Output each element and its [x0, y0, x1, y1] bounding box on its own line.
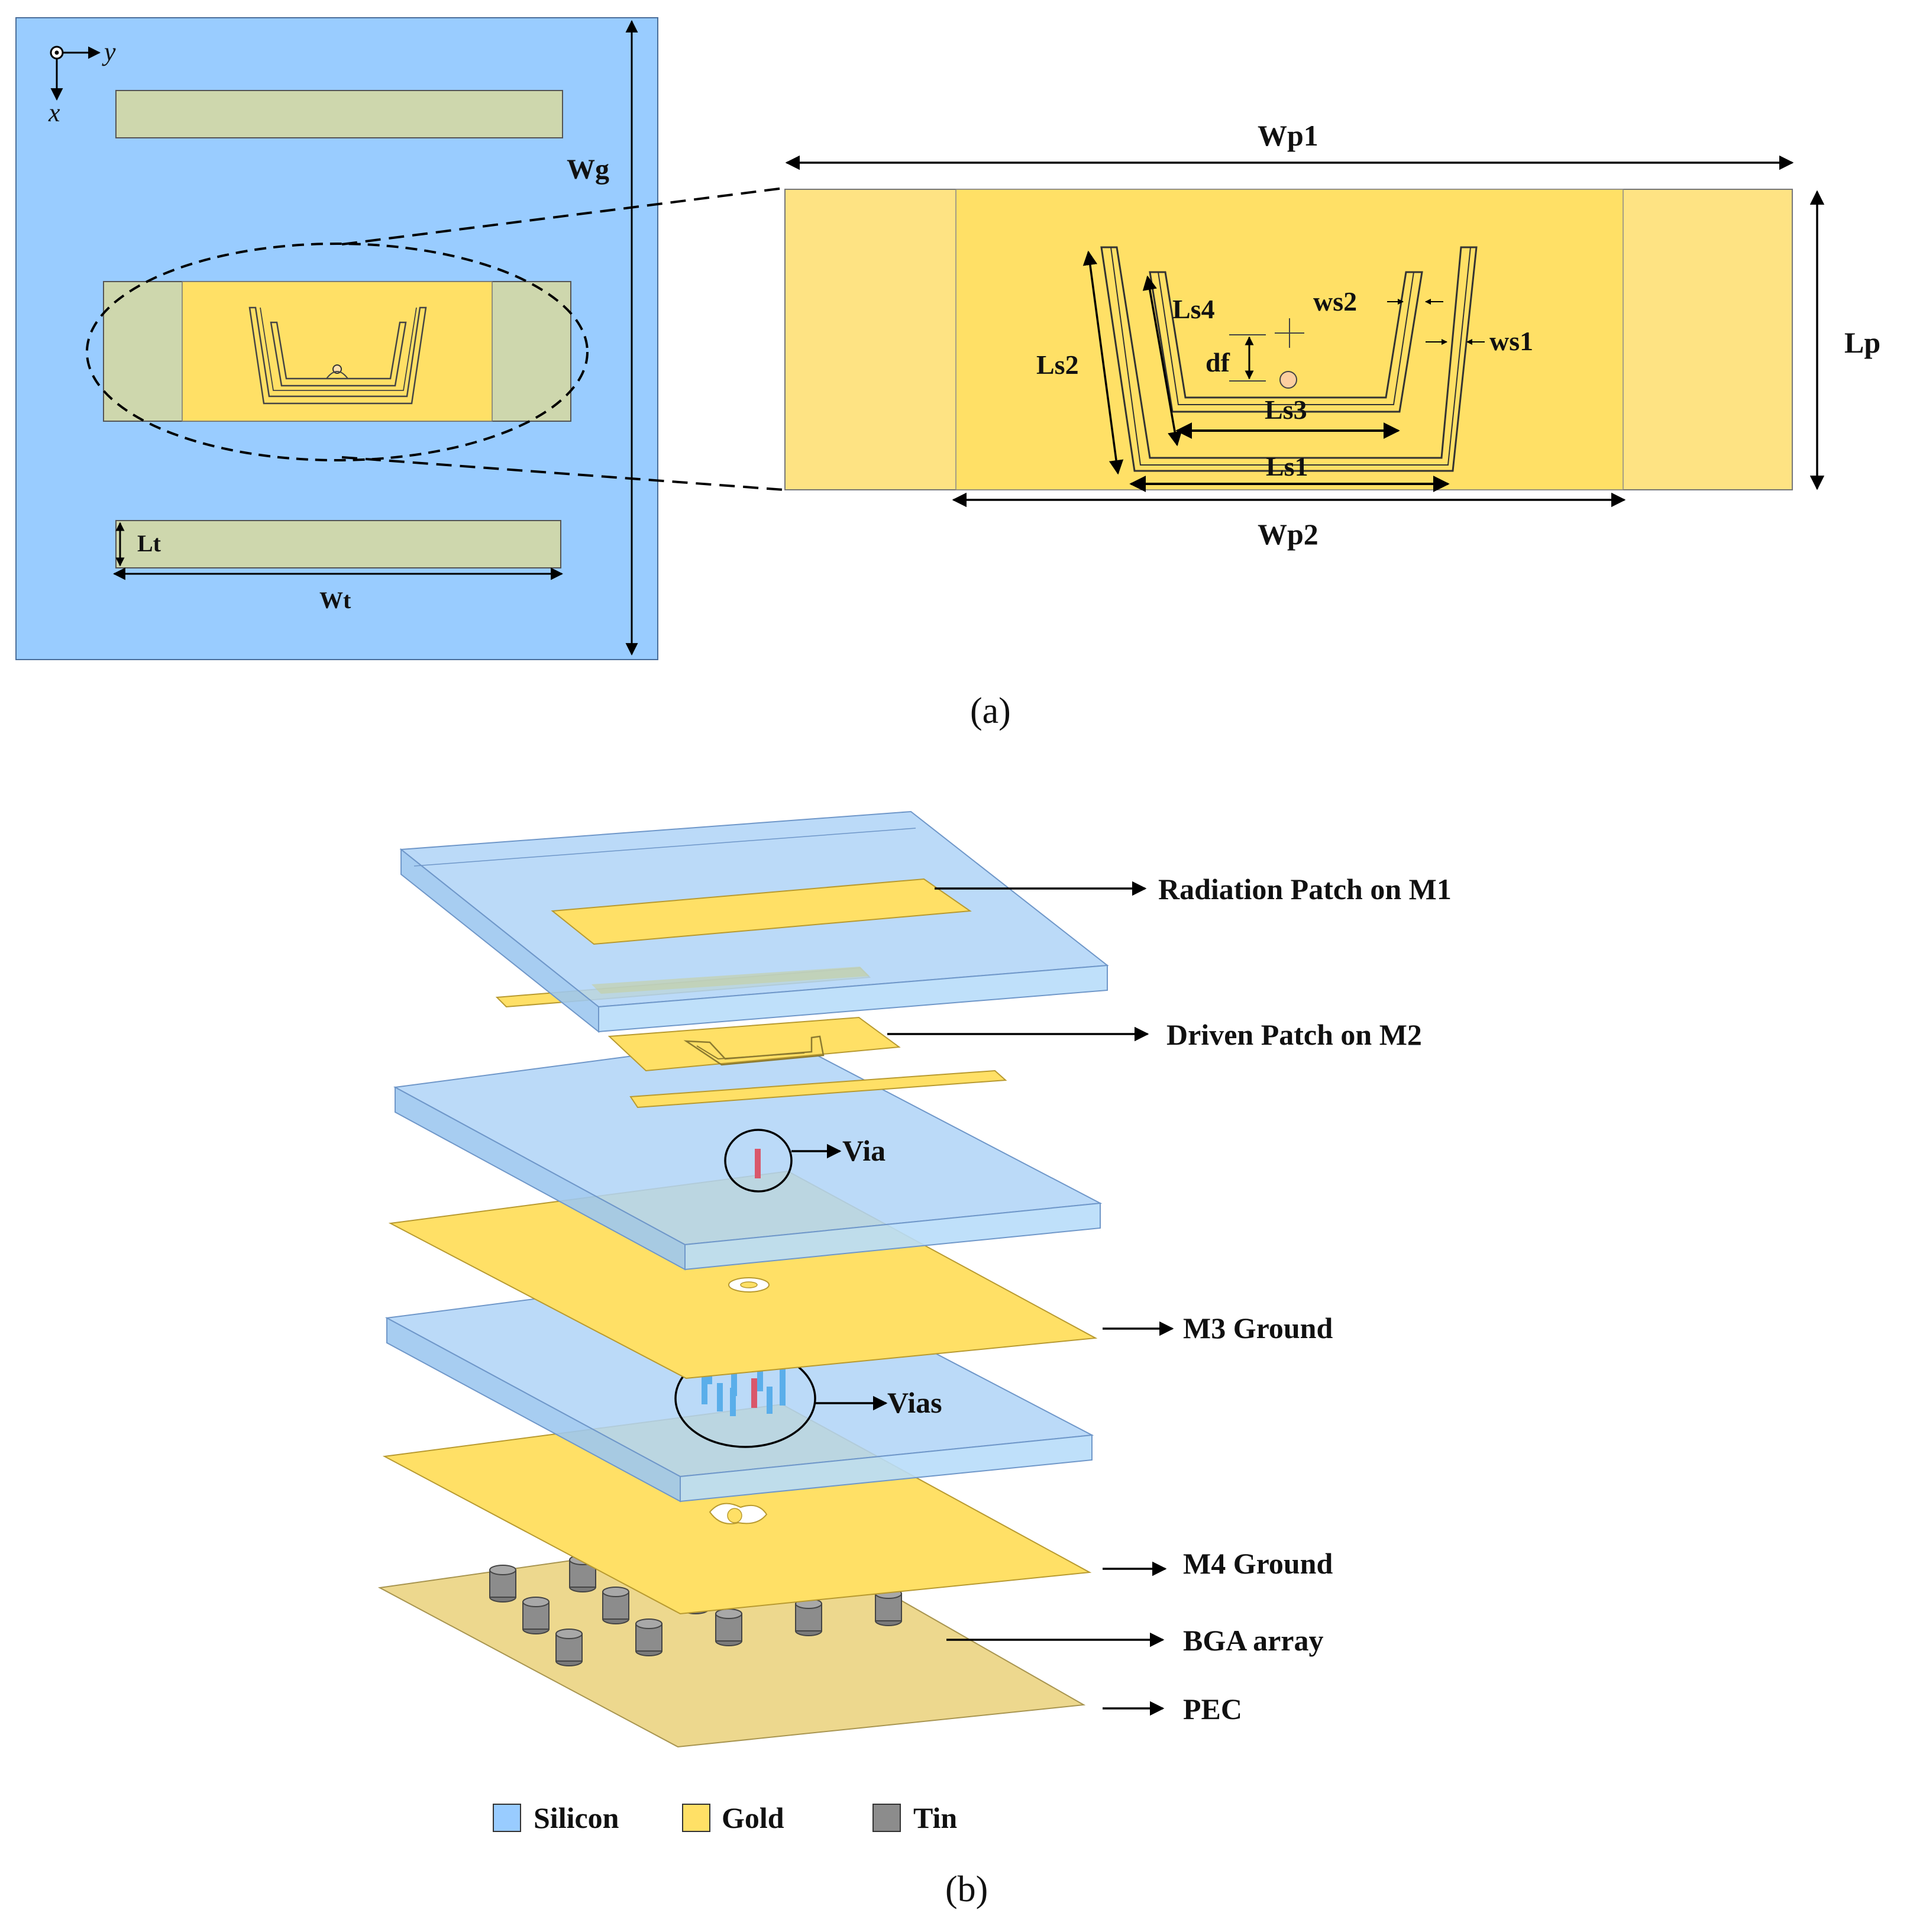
outer-u-slot [1100, 246, 1478, 472]
ls1-label: Ls1 [1266, 451, 1308, 482]
ws1-label: ws1 [1489, 326, 1533, 356]
legend-gold: Gold [722, 1801, 784, 1834]
pec-callout: PEC [1183, 1692, 1242, 1726]
tin-ball [489, 1565, 516, 1603]
tin-ball [522, 1597, 550, 1634]
legend-tin: Tin [913, 1801, 957, 1834]
ls3-label: Ls3 [1265, 395, 1307, 425]
via-callout: Via [842, 1134, 885, 1167]
via-single [755, 1149, 761, 1178]
lower-strip-m2 [629, 1070, 1007, 1109]
axis-x-label: x [48, 98, 60, 127]
tin-ball [555, 1629, 583, 1666]
lp-label: Lp [1844, 326, 1880, 359]
tin-ball [795, 1598, 822, 1636]
silicon-swatch [493, 1804, 521, 1832]
ws2-label: ws2 [1313, 286, 1357, 316]
panel-a: y x Lt Wt Wg [15, 17, 1880, 731]
axis-indicator: y x [48, 37, 116, 127]
panel-b: Vias M3 Ground Via Driven Patch on M2 Ra… [377, 810, 1452, 1910]
tin-ball [875, 1588, 902, 1626]
legend-silicon: Silicon [534, 1801, 619, 1834]
caption-a: (a) [970, 691, 1011, 731]
inner-slot-a [270, 321, 407, 387]
tin-ball [635, 1618, 662, 1656]
wt-label: Wt [319, 587, 351, 613]
tin-swatch [872, 1804, 901, 1832]
tin-ball [715, 1608, 742, 1646]
df-label: df [1206, 347, 1230, 377]
vias-cluster [702, 1366, 786, 1416]
caption-b: (b) [945, 1869, 988, 1910]
vias-callout: Vias [887, 1386, 942, 1419]
tin-ball [602, 1587, 629, 1624]
radiation-patch [551, 878, 972, 945]
gold-swatch [682, 1804, 710, 1832]
bga-callout: BGA array [1183, 1624, 1323, 1657]
inner-patch-a [182, 281, 493, 422]
bottom-parasitic-strip [115, 520, 561, 568]
driven-callout: Driven Patch on M2 [1166, 1018, 1422, 1051]
axis-y-label: y [102, 37, 116, 66]
ls2-label: Ls2 [1036, 350, 1079, 380]
wp2-label: Wp2 [1258, 518, 1318, 551]
lt-label: Lt [137, 530, 161, 557]
driven-patch [607, 1016, 901, 1072]
wg-label: Wg [567, 154, 609, 185]
m3-callout: M3 Ground [1183, 1311, 1333, 1345]
m4-callout: M4 Ground [1183, 1547, 1333, 1580]
ls4-label: Ls4 [1172, 294, 1215, 324]
legend: Silicon Gold Tin [493, 1801, 957, 1834]
top-parasitic-strip [115, 90, 563, 138]
zoom-ellipse [86, 243, 589, 461]
via-ellipse [724, 1129, 793, 1193]
outer-slot-a [248, 306, 427, 405]
feed-point-zoom [1279, 371, 1297, 389]
radiation-callout: Radiation Patch on M1 [1158, 873, 1452, 906]
wp1-label: Wp1 [1258, 119, 1318, 152]
